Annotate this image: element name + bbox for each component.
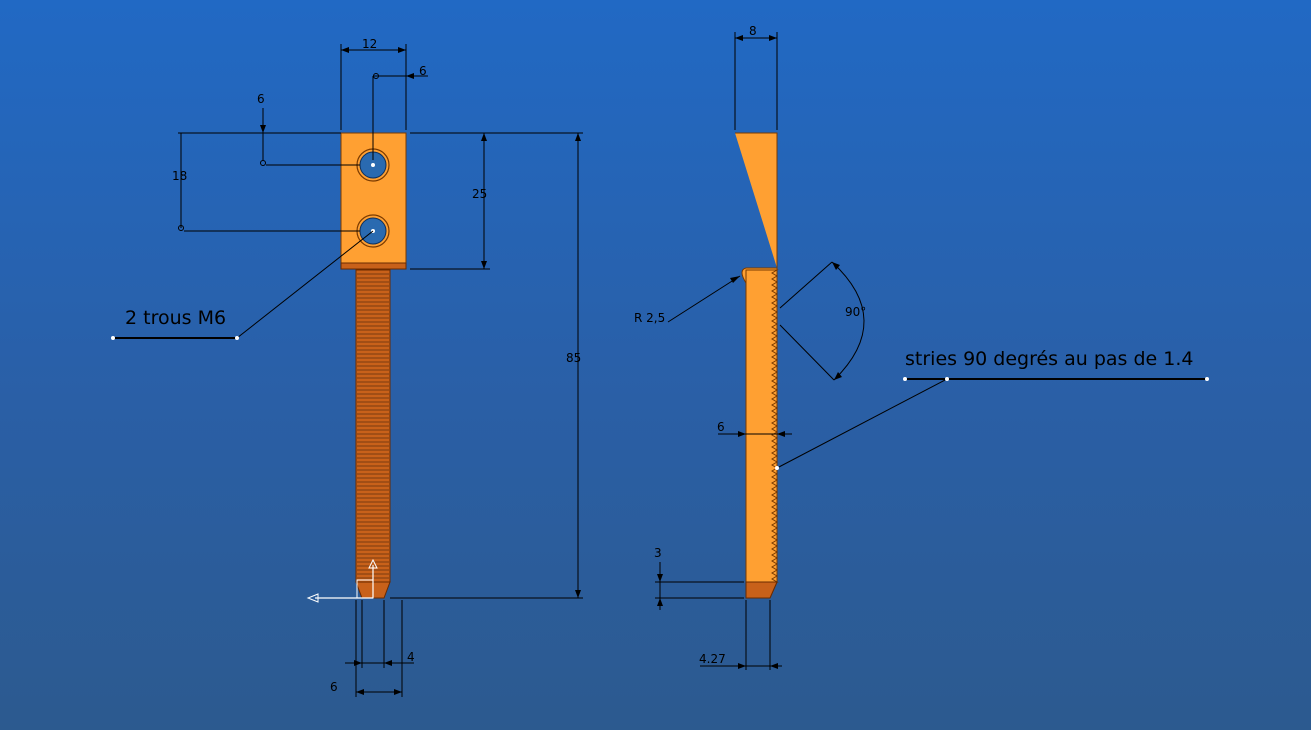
dim-head-height: 25 bbox=[410, 132, 490, 270]
dim-thickness-label: 8 bbox=[749, 24, 757, 38]
serrated-edge bbox=[745, 269, 779, 583]
thread-lines bbox=[357, 273, 389, 579]
dim-width-top: 12 bbox=[340, 37, 407, 130]
dim-radius-label: R 2,5 bbox=[634, 311, 665, 325]
dim-total-length: 85 bbox=[390, 132, 583, 599]
dim-hole-offset-y-label: 6 bbox=[257, 92, 265, 106]
dim-angle: 90° bbox=[779, 261, 866, 381]
dim-shank-width-label: 6 bbox=[330, 680, 338, 694]
dim-tip-thickness-label: 4.27 bbox=[699, 652, 726, 666]
dim-hole-spacing-label: 18 bbox=[172, 169, 187, 183]
dim-chamfer-height-label: 3 bbox=[654, 546, 662, 560]
dim-thickness: 8 bbox=[734, 24, 778, 130]
front-view: 12 6 6 18 bbox=[111, 37, 583, 697]
dim-width-top-label: 12 bbox=[362, 37, 377, 51]
dim-head-height-label: 25 bbox=[472, 187, 487, 201]
hole-top bbox=[356, 148, 390, 182]
dim-hole-offset-x: 6 bbox=[372, 64, 428, 160]
callout-serrations: stries 90 degrés au pas de 1.4 bbox=[775, 348, 1209, 470]
front-head-step bbox=[340, 262, 407, 270]
dim-tip-width: 4 bbox=[345, 600, 415, 668]
callout-holes-label: 2 trous M6 bbox=[125, 307, 226, 329]
dim-hole-offset-y: 6 bbox=[257, 92, 360, 166]
side-view: 8 R 2,5 90° 6 bbox=[634, 24, 1209, 670]
dim-hole-offset-x-label: 6 bbox=[419, 64, 427, 78]
axis-marker bbox=[306, 558, 378, 603]
dim-angle-label: 90° bbox=[845, 305, 866, 319]
dim-serration-depth-label: 6 bbox=[717, 420, 725, 434]
dim-shank-width: 6 bbox=[330, 600, 403, 697]
callout-serrations-label: stries 90 degrés au pas de 1.4 bbox=[905, 348, 1194, 370]
callout-holes: 2 trous M6 bbox=[111, 230, 374, 340]
side-chamfer bbox=[745, 581, 778, 599]
dim-radius: R 2,5 bbox=[634, 275, 741, 325]
dim-serration-depth: 6 bbox=[717, 420, 792, 437]
dim-tip-thickness: 4.27 bbox=[699, 600, 782, 670]
dim-hole-spacing: 18 bbox=[172, 132, 360, 232]
dim-tip-width-label: 4 bbox=[407, 650, 415, 664]
dim-chamfer-height: 3 bbox=[654, 546, 744, 610]
dim-total-length-label: 85 bbox=[566, 351, 581, 365]
